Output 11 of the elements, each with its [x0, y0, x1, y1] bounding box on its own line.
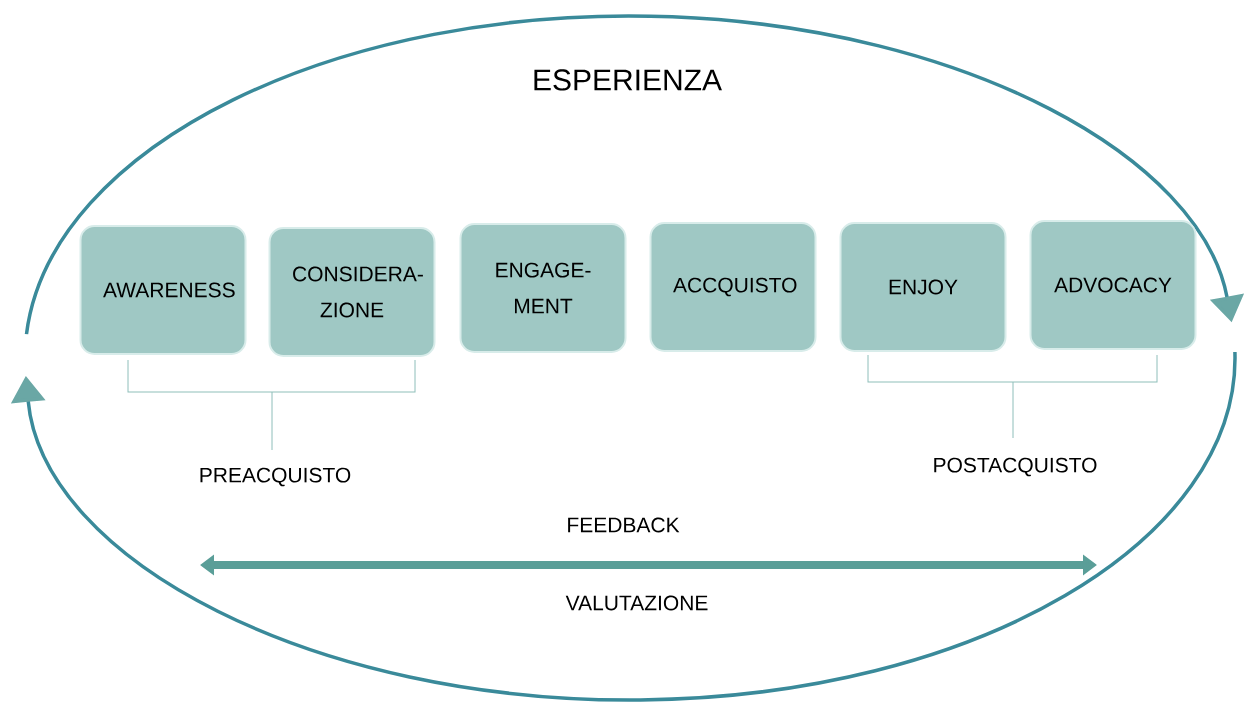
stage-box: ENJOY	[839, 222, 1007, 352]
phase-label: PREACQUISTO	[200, 467, 351, 487]
phase-label: FEEDBACK	[568, 517, 680, 533]
stage-box: AWARENESS	[79, 225, 247, 355]
phase-label: VALUTAZIONE	[565, 595, 708, 611]
stage-box: ACCQUISTO	[649, 222, 817, 352]
stage-box: CONSIDERA-ZIONE	[268, 227, 436, 357]
title: ESPERIENZA	[534, 69, 722, 91]
stage-box: ADVOCACY	[1029, 220, 1197, 350]
stage-box: ENGAGE-MENT	[459, 223, 627, 353]
phase-label: POSTACQUISTO	[934, 457, 1097, 477]
